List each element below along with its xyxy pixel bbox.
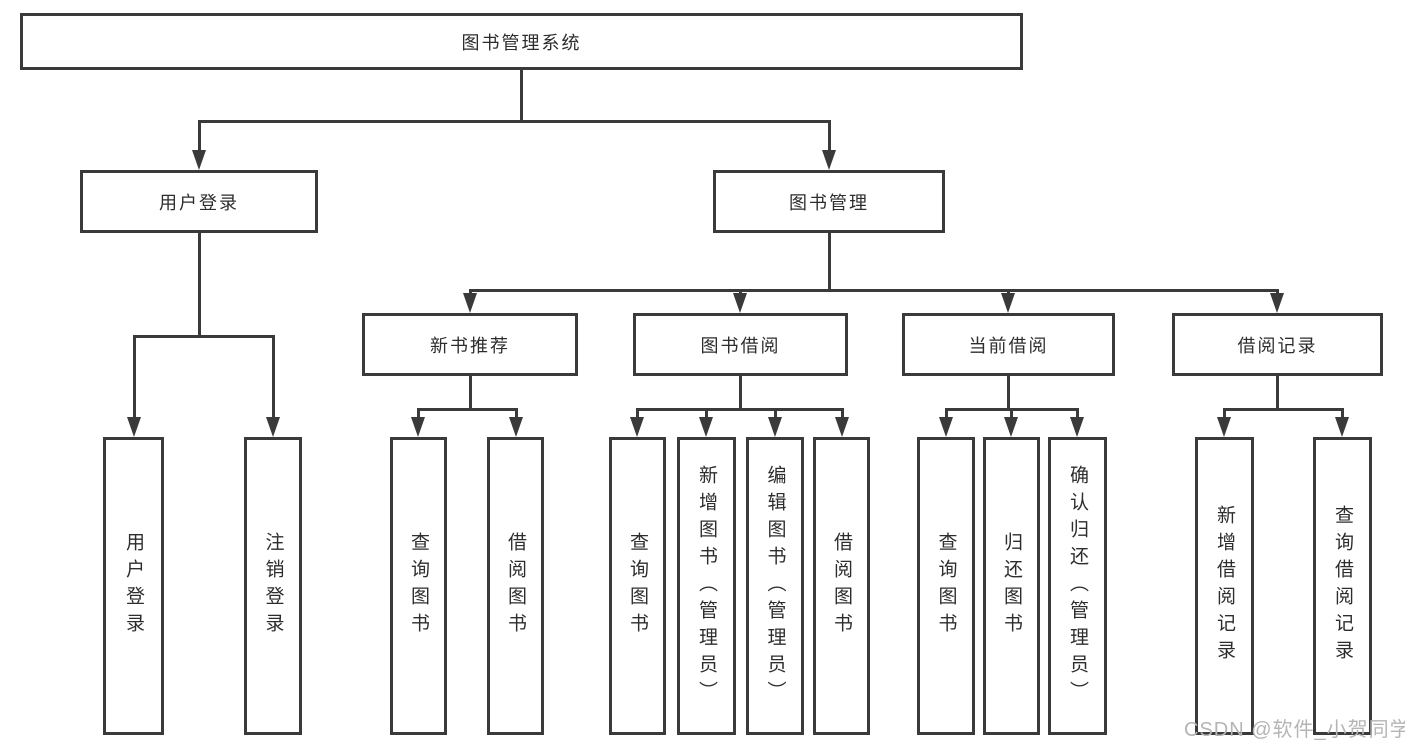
arrow-down-icon [1004,417,1018,437]
arrow-down-icon [733,293,747,313]
connector-line [1010,408,1013,421]
node-book-management: 图书管理 [713,170,945,233]
connector-line [198,120,201,153]
leaf-label: 新增图书（管理员） [696,464,717,708]
leaf-label: 编辑图书（管理员） [764,464,786,708]
csdn-watermark: CSDN @软件_小贺同学 [1184,719,1405,741]
leaf-return-books: 归还图书 [983,437,1040,735]
connector-line [515,408,518,421]
leaf-query-books-borrowing: 查询图书 [609,437,666,735]
node-root: 图书管理系统 [20,13,1023,70]
node-new-book-recommend: 新书推荐 [362,313,578,376]
arrow-down-icon [411,417,425,437]
arrow-down-icon [939,417,953,437]
arrow-down-icon [1270,293,1284,313]
connector-line [1276,376,1279,409]
arrow-down-icon [1070,417,1084,437]
arrow-down-icon [509,417,523,437]
node-user-login: 用户登录 [80,170,318,233]
leaf-query-books-recommend: 查询图书 [390,437,447,735]
node-book-borrowing: 图书借阅 [633,313,848,376]
connector-line [1341,408,1344,421]
connector-line [417,408,420,421]
arrow-down-icon [1217,417,1231,437]
connector-line [198,120,831,123]
leaf-user-login: 用户登录 [103,437,164,735]
leaf-label: 查询图书 [408,532,429,640]
arrow-down-icon [127,417,141,437]
connector-line [469,376,472,409]
leaf-edit-book-admin: 编辑图书（管理员） [746,437,804,735]
leaf-label: 借阅图书 [505,532,526,640]
connector-line [133,335,136,419]
arrow-down-icon [768,417,782,437]
leaf-add-borrow-record: 新增借阅记录 [1195,437,1254,735]
arrow-down-icon [266,417,280,437]
node-label: 当前借阅 [968,335,1049,356]
leaf-label: 注销登录 [262,532,284,640]
arrow-down-icon [699,417,713,437]
leaf-query-borrow-record: 查询借阅记录 [1313,437,1372,735]
node-borrowing-records: 借阅记录 [1172,313,1383,376]
connector-line [636,408,639,421]
connector-line [1223,408,1344,411]
leaf-borrow-books-borrowing: 借阅图书 [813,437,870,735]
connector-line [636,408,843,411]
connector-line [1223,408,1226,421]
connector-line [705,408,708,421]
arrow-down-icon [630,417,644,437]
node-label: 新书推荐 [430,335,510,356]
connector-line [417,408,518,411]
connector-line [198,233,201,336]
connector-line [945,408,948,421]
arrow-down-icon [463,293,477,313]
arrow-down-icon [1335,417,1349,437]
arrow-down-icon [822,150,836,170]
arrow-down-icon [835,417,849,437]
node-label: 借阅记录 [1237,335,1318,356]
leaf-query-books-current: 查询图书 [917,437,975,735]
connector-line [133,335,274,338]
connector-line [469,289,1279,292]
leaf-add-book-admin: 新增图书（管理员） [677,437,736,735]
node-label: 图书管理 [789,192,869,213]
connector-line [1076,408,1079,421]
leaf-label: 查询借阅记录 [1332,505,1353,667]
arrow-down-icon [192,150,206,170]
connector-line [774,408,777,421]
connector-line [272,335,275,419]
leaf-label: 确认归还（管理员） [1067,464,1088,708]
connector-line [828,120,831,153]
leaf-label: 借阅图书 [831,532,852,640]
connector-line [841,408,844,421]
node-current-borrowing: 当前借阅 [902,313,1115,376]
connector-line [739,376,742,409]
node-label: 图书借阅 [700,335,781,356]
leaf-label: 查询图书 [627,532,648,640]
leaf-confirm-return-admin: 确认归还（管理员） [1048,437,1107,735]
leaf-label: 用户登录 [123,532,144,640]
leaf-borrow-books-recommend: 借阅图书 [487,437,544,735]
connector-line [520,69,523,121]
leaf-label: 查询图书 [935,532,957,640]
arrow-down-icon [1001,293,1015,313]
connector-line [828,233,831,290]
leaf-label: 归还图书 [1001,532,1022,640]
leaf-logout: 注销登录 [244,437,302,735]
leaf-label: 新增借阅记录 [1214,505,1235,667]
node-label: 图书管理系统 [461,32,582,53]
node-label: 用户登录 [159,192,239,213]
connector-line [1007,376,1010,409]
